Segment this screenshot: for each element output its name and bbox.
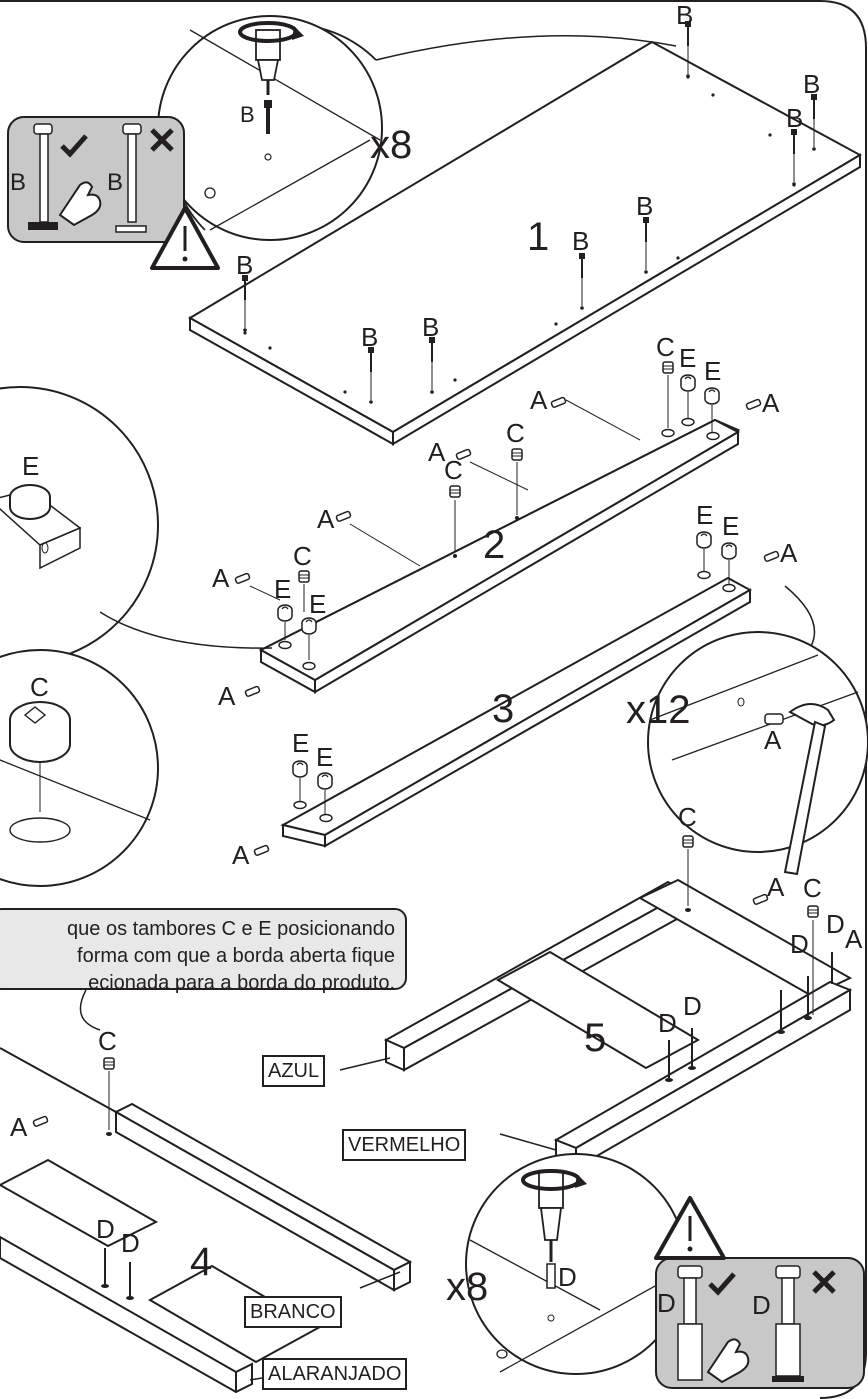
label-c: C	[98, 1026, 117, 1056]
label-e: E	[292, 728, 309, 758]
frame-4	[0, 1047, 413, 1394]
note-line-3: ecionada para a borda do produto.	[88, 972, 395, 994]
step-number-4: 4	[190, 1240, 212, 1284]
label-d: D	[558, 1262, 577, 1292]
label-a: A	[317, 504, 335, 534]
color-tag-azul: AZUL	[262, 1055, 326, 1087]
label-a: A	[10, 1112, 28, 1142]
hammer-icon	[783, 703, 836, 876]
label-a: A	[212, 563, 230, 593]
quantity-screws-bottom: x8	[446, 1265, 488, 1309]
quantity-screws-top: x8	[370, 123, 412, 167]
label-a: A	[428, 437, 446, 467]
label-b: B	[236, 250, 253, 280]
label-e: E	[704, 356, 721, 386]
label-b: B	[572, 226, 589, 256]
zoom-detail-dowel-a: A	[647, 585, 868, 876]
label-c: C	[30, 672, 49, 702]
screwdriver-icon	[255, 29, 281, 95]
label-a: A	[767, 872, 785, 902]
step-number-5: 5	[584, 1016, 606, 1060]
zoom-detail-screw-b: B	[157, 15, 677, 241]
check-icon	[708, 1272, 736, 1296]
note-line-1: que os tambores C e E posicionando	[67, 918, 395, 940]
label-c: C	[656, 332, 675, 362]
step-number-2: 2	[483, 523, 505, 567]
color-tag-branco: BRANCO	[244, 1296, 342, 1328]
label-a: A	[530, 385, 548, 415]
label-c: C	[444, 455, 463, 485]
label-b: B	[636, 191, 653, 221]
rotate-arrow-icon	[238, 21, 304, 43]
label-e: E	[274, 574, 291, 604]
color-tag-alaranjado: ALARANJADO	[262, 1358, 408, 1390]
label-e: E	[696, 500, 713, 530]
label-c: C	[678, 802, 697, 832]
step-number-1: 1	[527, 215, 549, 259]
label-b: B	[786, 103, 803, 133]
board-2	[258, 417, 741, 694]
label-b: B	[422, 312, 439, 342]
instruction-note: que os tambores C e E posicionando forma…	[0, 908, 407, 994]
label-a: A	[764, 725, 782, 755]
quantity-dowels: x12	[626, 688, 691, 732]
label-d: D	[826, 909, 845, 939]
label-c: C	[803, 873, 822, 903]
correct-screw-depth-box: D D	[655, 1257, 865, 1389]
label-d: D	[790, 929, 809, 959]
zoom-detail-screw-d: D	[465, 1153, 687, 1375]
label-b: B	[10, 169, 26, 196]
color-tag-vermelho: VERMELHO	[342, 1129, 467, 1161]
hand-pointer-icon	[706, 1338, 750, 1384]
warning-triangle-icon	[150, 206, 220, 270]
label-a: A	[780, 538, 798, 568]
label-e: E	[22, 451, 39, 481]
step-number-3: 3	[492, 687, 514, 731]
label-b: B	[361, 322, 378, 352]
label-a: A	[218, 681, 236, 711]
frame-5	[383, 878, 853, 1170]
label-d: D	[683, 991, 702, 1021]
label-d: D	[96, 1214, 115, 1244]
board-1	[188, 40, 863, 446]
correct-screw-depth-box: B B	[7, 116, 185, 243]
label-b: B	[107, 169, 123, 196]
zoom-detail-cam-e: E	[0, 386, 273, 664]
label-b: B	[240, 102, 255, 127]
cross-icon	[150, 128, 174, 152]
cams-board-2	[277, 361, 720, 660]
label-e: E	[316, 742, 333, 772]
check-icon	[60, 134, 88, 158]
label-b: B	[803, 69, 820, 99]
note-line-2: forma com que a borda aberta fique	[77, 945, 395, 967]
label-c: C	[293, 541, 312, 571]
label-d: D	[657, 1288, 676, 1318]
label-e: E	[309, 589, 326, 619]
label-d: D	[658, 1008, 677, 1038]
rotate-arrow-icon	[521, 1169, 587, 1191]
label-c: C	[506, 418, 525, 448]
label-b: B	[676, 0, 693, 30]
label-e: E	[722, 511, 739, 541]
hand-pointer-icon	[58, 181, 102, 227]
cross-icon	[812, 1270, 836, 1294]
label-a: A	[845, 924, 863, 954]
label-a: A	[232, 840, 250, 870]
label-d: D	[752, 1290, 771, 1320]
warning-triangle-icon	[654, 1196, 726, 1260]
label-a: A	[762, 388, 780, 418]
board-3	[280, 570, 753, 848]
label-d: D	[121, 1228, 140, 1258]
dowels-board-2	[234, 396, 762, 698]
label-e: E	[679, 343, 696, 373]
zoom-detail-cam-c: C	[0, 649, 159, 887]
